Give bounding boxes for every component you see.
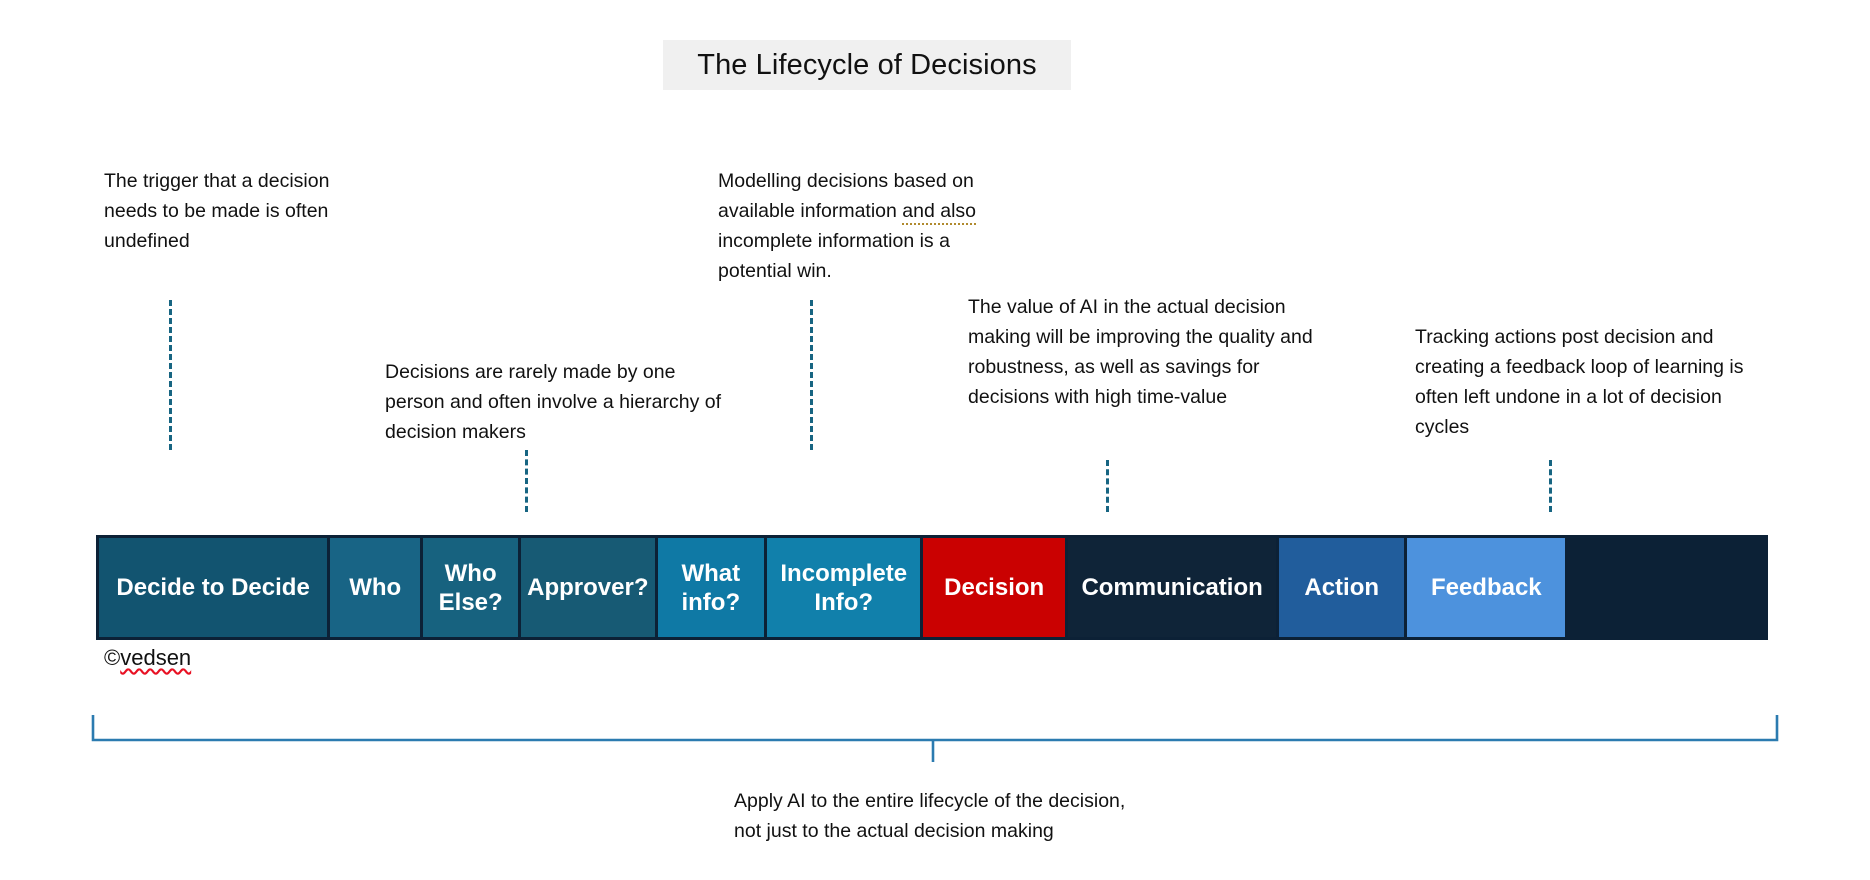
leader-line-trigger (169, 300, 172, 450)
phase-communication[interactable]: Communication (1067, 538, 1277, 637)
phase-label: What info? (681, 559, 741, 616)
copyright-watermark: ©vedsen (104, 645, 191, 671)
phase-label: Decision (944, 574, 1045, 601)
page-title: The Lifecycle of Decisions (697, 48, 1037, 81)
callout-modelling-grammar-flag: and also (902, 200, 977, 225)
phase-approver[interactable]: Approver? (521, 538, 655, 637)
phase-label: Communication (1081, 574, 1263, 601)
bracket-caption: Apply AI to the entire lifecycle of the … (734, 790, 1126, 842)
phase-incomplete-info[interactable]: Incomplete Info? (767, 538, 921, 637)
callout-modelling: Modelling decisions based on available i… (718, 166, 1028, 286)
leader-line-tracking (1549, 460, 1552, 512)
callout-hierarchy: Decisions are rarely made by one person … (385, 361, 722, 443)
phase-action[interactable]: Action (1279, 538, 1405, 637)
phase-label: Action (1304, 574, 1380, 601)
phase-decide-to-decide[interactable]: Decide to Decide (99, 538, 328, 637)
phase-label: Approver? (527, 574, 649, 601)
callout-value-of-ai: The value of AI in the actual decision m… (968, 296, 1313, 408)
callout-modelling-part-1: Modelling decisions based on available i… (718, 170, 974, 222)
leader-line-modelling (810, 300, 813, 450)
callout-trigger: The trigger that a decision needs to be … (104, 170, 330, 252)
scope-bracket-shape (91, 715, 1779, 762)
phase-label: Decide to Decide (116, 574, 310, 601)
page-title-banner: The Lifecycle of Decisions (663, 40, 1071, 90)
phase-decision[interactable]: Decision (923, 538, 1065, 637)
phase-label: Who (349, 574, 402, 601)
decision-lifecycle-bar: Decide to Decide Who Who Else? Approver?… (96, 535, 1768, 640)
leader-line-value-of-ai (1106, 460, 1109, 512)
copyright-name: vedsen (120, 645, 192, 670)
phase-label: Incomplete Info? (780, 559, 908, 616)
phase-label: Feedback (1430, 574, 1542, 601)
leader-line-hierarchy (525, 450, 528, 512)
scope-bracket (90, 712, 1780, 772)
phase-who-else[interactable]: Who Else? (423, 538, 519, 637)
callout-tracking: Tracking actions post decision and creat… (1415, 326, 1744, 438)
phase-what-info[interactable]: What info? (657, 538, 765, 637)
copyright-symbol: © (104, 645, 121, 670)
callout-modelling-part-2: incomplete information is a potential wi… (718, 230, 950, 282)
phase-label: Who Else? (438, 559, 503, 616)
bracket-path (91, 715, 1779, 742)
phase-feedback[interactable]: Feedback (1407, 538, 1566, 637)
phase-who[interactable]: Who (330, 538, 421, 637)
